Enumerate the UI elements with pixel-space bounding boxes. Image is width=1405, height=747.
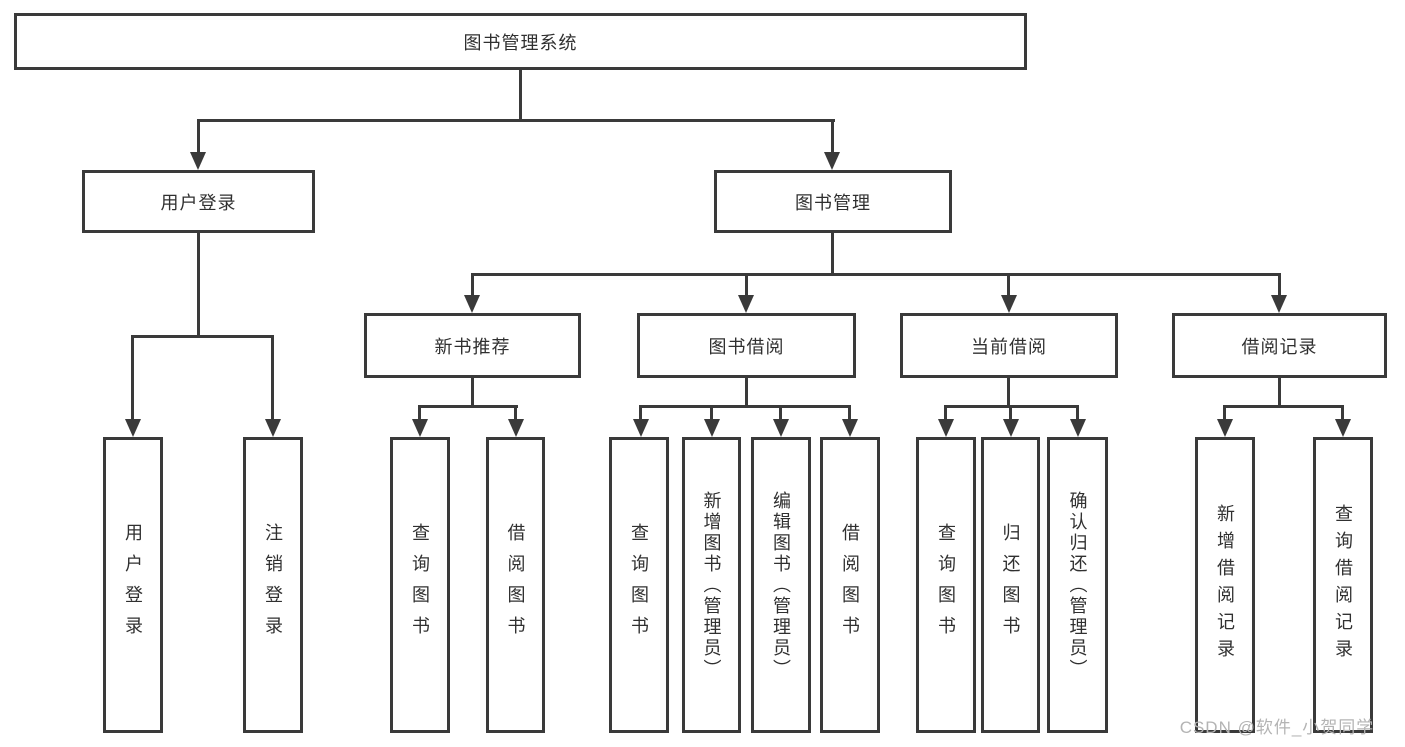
leaf-borrow-books-borrowing-label: 借阅图书: [840, 523, 860, 647]
leaf-edit-books-admin-label: 编辑图书（管理员）: [771, 490, 791, 680]
arrowhead-down: [842, 419, 858, 437]
leaf-add-borrow-record: 新增借阅记录: [1195, 437, 1255, 733]
node-current-borrowing: 当前借阅: [900, 313, 1118, 378]
node-user-login: 用户登录: [82, 170, 315, 233]
connector-h: [1223, 405, 1344, 408]
node-book-management: 图书管理: [714, 170, 952, 233]
node-library-system-label: 图书管理系统: [463, 32, 578, 53]
node-library-system: 图书管理系统: [14, 13, 1027, 70]
arrowhead-down: [1070, 419, 1086, 437]
connector-v: [831, 119, 834, 154]
leaf-query-books-current-label: 查询图书: [936, 523, 956, 647]
node-user-login-label: 用户登录: [160, 192, 237, 213]
leaf-confirm-return-admin-label: 确认归还（管理员）: [1067, 490, 1088, 680]
node-new-book-recommend-label: 新书推荐: [434, 336, 511, 357]
leaf-query-books-borrowing-label: 查询图书: [629, 523, 649, 647]
leaf-add-borrow-record-label: 新增借阅记录: [1215, 504, 1235, 666]
connector-h: [471, 273, 1281, 276]
arrowhead-down: [738, 295, 754, 313]
leaf-logout-label: 注销登录: [263, 523, 283, 647]
connector-v: [131, 335, 134, 421]
connector-v: [639, 405, 642, 421]
node-borrow-records-label: 借阅记录: [1241, 336, 1318, 357]
node-book-borrowing-label: 图书借阅: [708, 336, 785, 357]
arrowhead-down: [1001, 295, 1017, 313]
connector-h: [639, 405, 851, 408]
node-new-book-recommend: 新书推荐: [364, 313, 581, 378]
leaf-return-books-label: 归还图书: [1000, 523, 1021, 647]
leaf-query-borrow-record: 查询借阅记录: [1313, 437, 1373, 733]
arrowhead-down: [1217, 419, 1233, 437]
leaf-edit-books-admin: 编辑图书（管理员）: [751, 437, 811, 733]
connector-v: [471, 377, 474, 407]
connector-v: [831, 232, 834, 275]
connector-h: [131, 335, 274, 338]
arrowhead-down: [938, 419, 954, 437]
connector-v: [779, 405, 782, 421]
leaf-user-login: 用户登录: [103, 437, 163, 733]
arrowhead-down: [633, 419, 649, 437]
connector-v: [944, 405, 947, 421]
leaf-add-books-admin-label: 新增图书（管理员）: [701, 490, 722, 680]
connector-v: [1076, 405, 1079, 421]
node-book-borrowing: 图书借阅: [637, 313, 856, 378]
leaf-borrow-books-recommend-label: 借阅图书: [505, 523, 526, 647]
connector-h: [197, 119, 835, 122]
connector-v: [1278, 377, 1281, 407]
leaf-logout: 注销登录: [243, 437, 303, 733]
leaf-borrow-books-recommend: 借阅图书: [486, 437, 545, 733]
leaf-return-books: 归还图书: [981, 437, 1040, 733]
node-borrow-records: 借阅记录: [1172, 313, 1387, 378]
arrowhead-down: [773, 419, 789, 437]
connector-v: [197, 232, 200, 337]
arrowhead-down: [824, 152, 840, 170]
connector-v: [514, 405, 517, 421]
connector-v: [710, 405, 713, 421]
connector-h: [418, 405, 518, 408]
arrowhead-down: [1335, 419, 1351, 437]
connector-v: [848, 405, 851, 421]
arrowhead-down: [508, 419, 524, 437]
leaf-user-login-label: 用户登录: [123, 523, 143, 647]
leaf-confirm-return-admin: 确认归还（管理员）: [1047, 437, 1108, 733]
connector-v: [1341, 405, 1344, 421]
arrowhead-down: [412, 419, 428, 437]
connector-v: [1278, 273, 1281, 297]
leaf-borrow-books-borrowing: 借阅图书: [820, 437, 880, 733]
leaf-query-books-borrowing: 查询图书: [609, 437, 669, 733]
connector-v: [418, 405, 421, 421]
leaf-query-books-current: 查询图书: [916, 437, 976, 733]
connector-v: [271, 335, 274, 421]
connector-v: [1009, 405, 1012, 421]
arrowhead-down: [464, 295, 480, 313]
arrowhead-down: [125, 419, 141, 437]
leaf-add-books-admin: 新增图书（管理员）: [682, 437, 741, 733]
connector-v: [1007, 273, 1010, 297]
leaf-query-books-recommend-label: 查询图书: [410, 523, 430, 647]
connector-v: [745, 273, 748, 297]
connector-v: [519, 69, 522, 121]
connector-v: [1223, 405, 1226, 421]
arrowhead-down: [704, 419, 720, 437]
arrowhead-down: [190, 152, 206, 170]
node-current-borrowing-label: 当前借阅: [971, 336, 1047, 357]
connector-v: [197, 119, 200, 154]
leaf-query-borrow-record-label: 查询借阅记录: [1333, 504, 1353, 666]
connector-v: [745, 377, 748, 407]
csdn-watermark: CSDN @软件_小贺同学: [1179, 718, 1375, 737]
leaf-query-books-recommend: 查询图书: [390, 437, 450, 733]
node-book-management-label: 图书管理: [795, 192, 871, 213]
arrowhead-down: [265, 419, 281, 437]
arrowhead-down: [1003, 419, 1019, 437]
arrowhead-down: [1271, 295, 1287, 313]
connector-v: [1007, 377, 1010, 407]
connector-v: [471, 273, 474, 297]
